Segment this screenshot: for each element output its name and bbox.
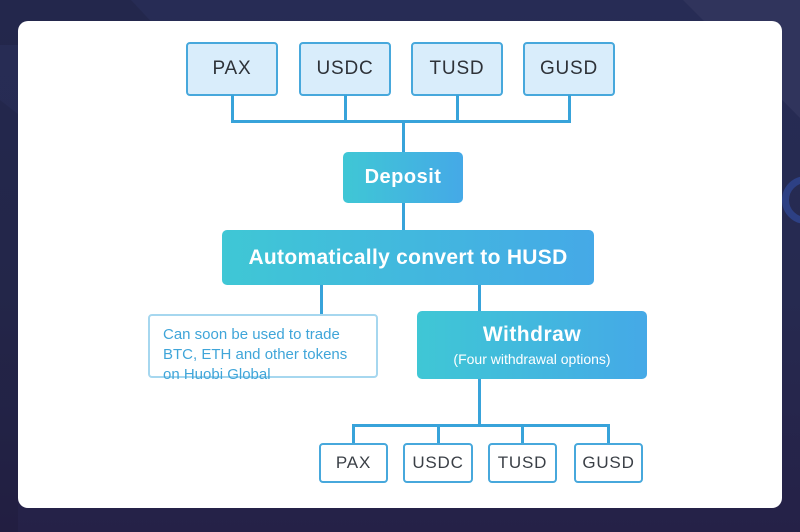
bottom-token-usdc: USDC xyxy=(403,443,473,483)
connector-bottom-stub-gusd xyxy=(607,424,610,444)
bottom-token-gusd: GUSD xyxy=(574,443,643,483)
top-token-gusd: GUSD xyxy=(523,42,615,96)
top-token-tusd-label: TUSD xyxy=(429,58,485,79)
note-box: Can soon be used to trade BTC, ETH and o… xyxy=(148,314,378,383)
convert-box: Automatically convert to HUSD xyxy=(222,230,594,285)
connector-bottom-stub-tusd xyxy=(521,424,524,444)
deposit-label: Deposit xyxy=(364,166,442,188)
note-line-2: BTC, ETH and other tokens xyxy=(163,346,348,363)
connector-top-stub-usdc xyxy=(343,95,347,123)
bottom-token-tusd-label: TUSD xyxy=(497,453,548,472)
connector-convert-to-withdraw xyxy=(478,285,481,314)
note-line-1: Can soon be used to trade xyxy=(163,326,340,343)
connector-top-stub-gusd xyxy=(567,95,571,123)
top-token-usdc: USDC xyxy=(299,42,391,96)
top-token-pax: PAX xyxy=(186,42,278,96)
note-line-3: on Huobi Global xyxy=(163,366,271,383)
connector-convert-to-note xyxy=(319,285,323,314)
convert-label: Automatically convert to HUSD xyxy=(248,245,568,269)
deposit-box: Deposit xyxy=(343,152,463,203)
top-token-usdc-label: USDC xyxy=(316,58,374,79)
bottom-token-usdc-label: USDC xyxy=(412,453,464,472)
withdraw-subtitle: (Four withdrawal options) xyxy=(453,351,611,367)
withdraw-title: Withdraw xyxy=(482,323,582,346)
connector-bottom-stub-pax xyxy=(352,424,355,444)
bottom-token-tusd: TUSD xyxy=(488,443,557,483)
top-token-tusd: TUSD xyxy=(411,42,503,96)
connector-bottom-horizontal xyxy=(352,424,610,427)
bottom-token-pax-label: PAX xyxy=(335,453,372,472)
connector-top-horizontal xyxy=(230,120,571,123)
bottom-token-pax: PAX xyxy=(319,443,388,483)
connector-withdraw-down xyxy=(478,379,481,427)
connector-deposit-to-convert xyxy=(401,203,405,230)
withdraw-box: Withdraw (Four withdrawal options) xyxy=(417,311,647,379)
top-token-pax-label: PAX xyxy=(212,58,252,79)
top-token-gusd-label: GUSD xyxy=(539,58,599,79)
connector-top-stub-pax xyxy=(230,95,234,123)
bottom-token-gusd-label: GUSD xyxy=(582,453,635,472)
connector-bottom-stub-usdc xyxy=(436,424,440,444)
connector-to-deposit xyxy=(401,120,405,152)
connector-top-stub-tusd xyxy=(455,95,459,123)
